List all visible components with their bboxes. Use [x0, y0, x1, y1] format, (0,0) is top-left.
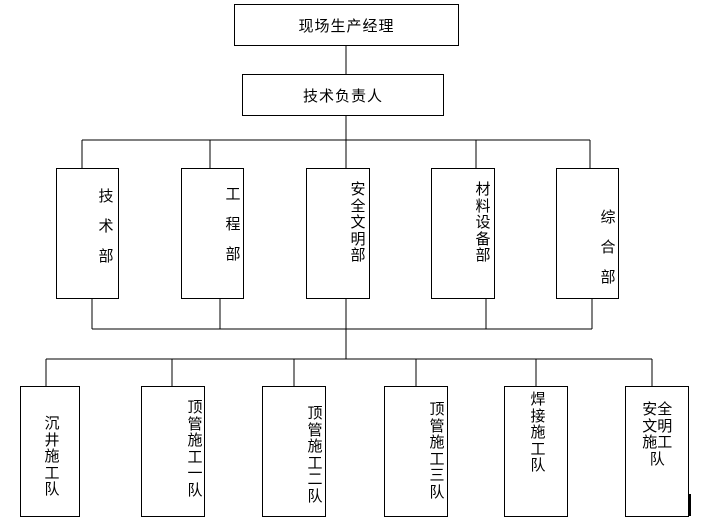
site-production-manager-label: 现场生产经理	[298, 16, 395, 35]
department-label: 工程部	[225, 185, 241, 263]
department-box-technical: 技术部	[56, 168, 119, 299]
team-label: 顶管施工二队	[307, 404, 323, 505]
team-box-pipe-jacking-1: 顶管施工一队	[141, 386, 205, 517]
team-label: 顶管施工三队	[429, 400, 445, 501]
team-box-welding: 焊接施工队	[504, 386, 568, 517]
team-box-pipe-jacking-2: 顶管施工二队	[262, 386, 326, 517]
department-box-general: 综合部	[556, 168, 619, 299]
department-label: 综合部	[600, 208, 616, 286]
team-label: 焊接施工队	[530, 390, 546, 474]
team-box-pipe-jacking-3: 顶管施工三队	[384, 386, 448, 517]
site-production-manager-box: 现场生产经理	[234, 4, 459, 46]
team-label: 顶管施工一队	[187, 398, 203, 499]
department-box-materials: 材料设备部	[431, 168, 495, 299]
technical-lead-label: 技术负责人	[302, 86, 383, 105]
technical-lead-box: 技术负责人	[242, 74, 444, 116]
team-label: 沉井施工队	[44, 414, 60, 498]
team-label: 安全文明施工队	[642, 400, 673, 468]
department-box-safety: 安全文明部	[306, 168, 370, 299]
department-label: 技术部	[98, 187, 114, 265]
department-label: 安全文明部	[350, 180, 366, 264]
team-box-caisson: 沉井施工队	[20, 386, 80, 517]
department-box-engineering: 工程部	[181, 168, 244, 299]
team-box-safety-civil: 安全文明施工队	[625, 386, 689, 517]
department-label: 材料设备部	[475, 180, 491, 264]
